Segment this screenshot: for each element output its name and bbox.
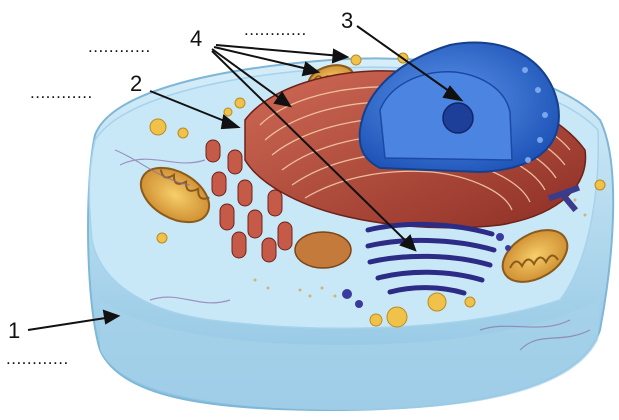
label-4: 4 bbox=[190, 28, 202, 50]
label-3: 3 bbox=[341, 10, 353, 32]
answer-blank-3: ............ bbox=[244, 21, 307, 38]
answer-blank-1: ............ bbox=[6, 350, 69, 367]
answer-blank-2: ............ bbox=[30, 84, 93, 101]
nucleolus bbox=[443, 103, 473, 133]
vacuole bbox=[295, 232, 351, 268]
answer-blank-4: ............ bbox=[88, 38, 151, 55]
label-2: 2 bbox=[130, 73, 142, 95]
label-1: 1 bbox=[8, 320, 20, 342]
